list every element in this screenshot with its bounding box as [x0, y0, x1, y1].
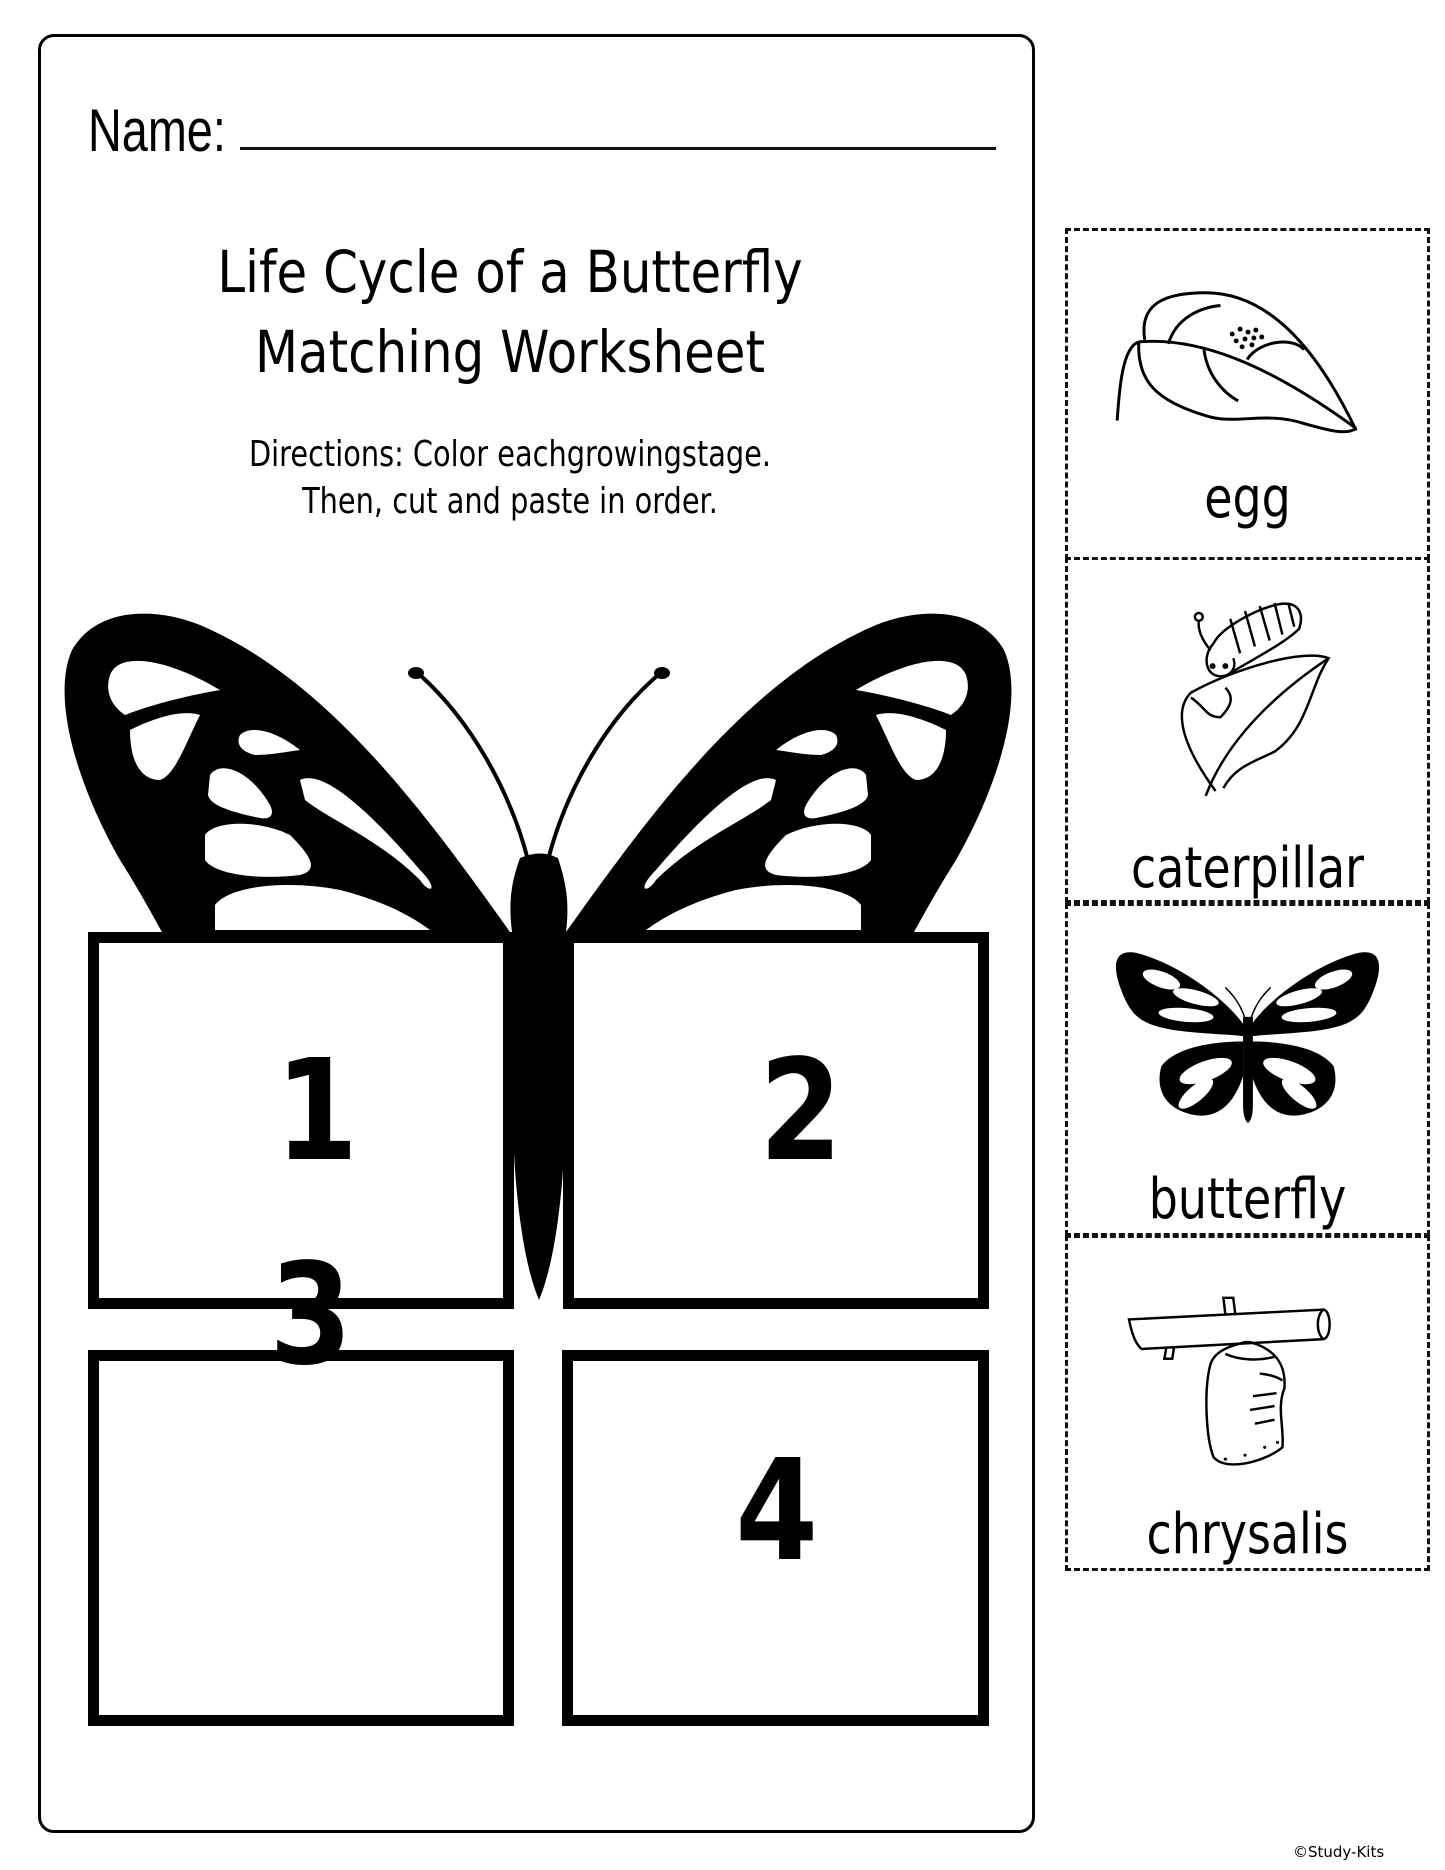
chrysalis-on-branch-icon [1127, 1296, 1331, 1466]
box-number-2: 2 [759, 1030, 843, 1193]
caterpillar-on-leaf-icon [1180, 602, 1331, 797]
directions-line-2: Then, cut and paste in order. [302, 481, 718, 522]
paste-box-4[interactable] [562, 1350, 989, 1726]
directions-line-1: Directions: Color eachgrowingstage. [248, 434, 772, 475]
name-input-line[interactable] [240, 147, 996, 150]
cutout-card-egg[interactable]: egg [1065, 228, 1430, 560]
box-number-3: 3 [269, 1234, 353, 1397]
cutout-card-caterpillar[interactable]: caterpillar [1065, 557, 1430, 903]
cutout-card-chrysalis[interactable]: chrysalis [1065, 1235, 1430, 1571]
paste-box-1[interactable] [88, 932, 514, 1309]
box-number-1: 1 [275, 1030, 359, 1193]
card-label-butterfly: butterfly [1148, 1167, 1347, 1232]
card-label-egg: egg [1204, 466, 1291, 531]
butterfly-icon [1115, 952, 1380, 1124]
card-label-chrysalis: chrysalis [1146, 1502, 1349, 1567]
cutout-card-butterfly[interactable]: butterfly [1065, 903, 1430, 1236]
worksheet-frame [38, 34, 1035, 1833]
name-label: Name: [88, 97, 226, 164]
egg-on-leaf-icon [1115, 291, 1358, 434]
paste-box-2[interactable] [563, 932, 989, 1309]
worksheet-title-line-1: Life Cycle of a Butterfly [217, 238, 803, 306]
worksheet-title-line-2: Matching Worksheet [254, 318, 766, 386]
card-label-caterpillar: caterpillar [1131, 836, 1364, 901]
box-number-4: 4 [735, 1430, 819, 1593]
paste-box-3[interactable] [88, 1350, 514, 1726]
copyright-notice: ©Study-Kits [1293, 1843, 1385, 1861]
